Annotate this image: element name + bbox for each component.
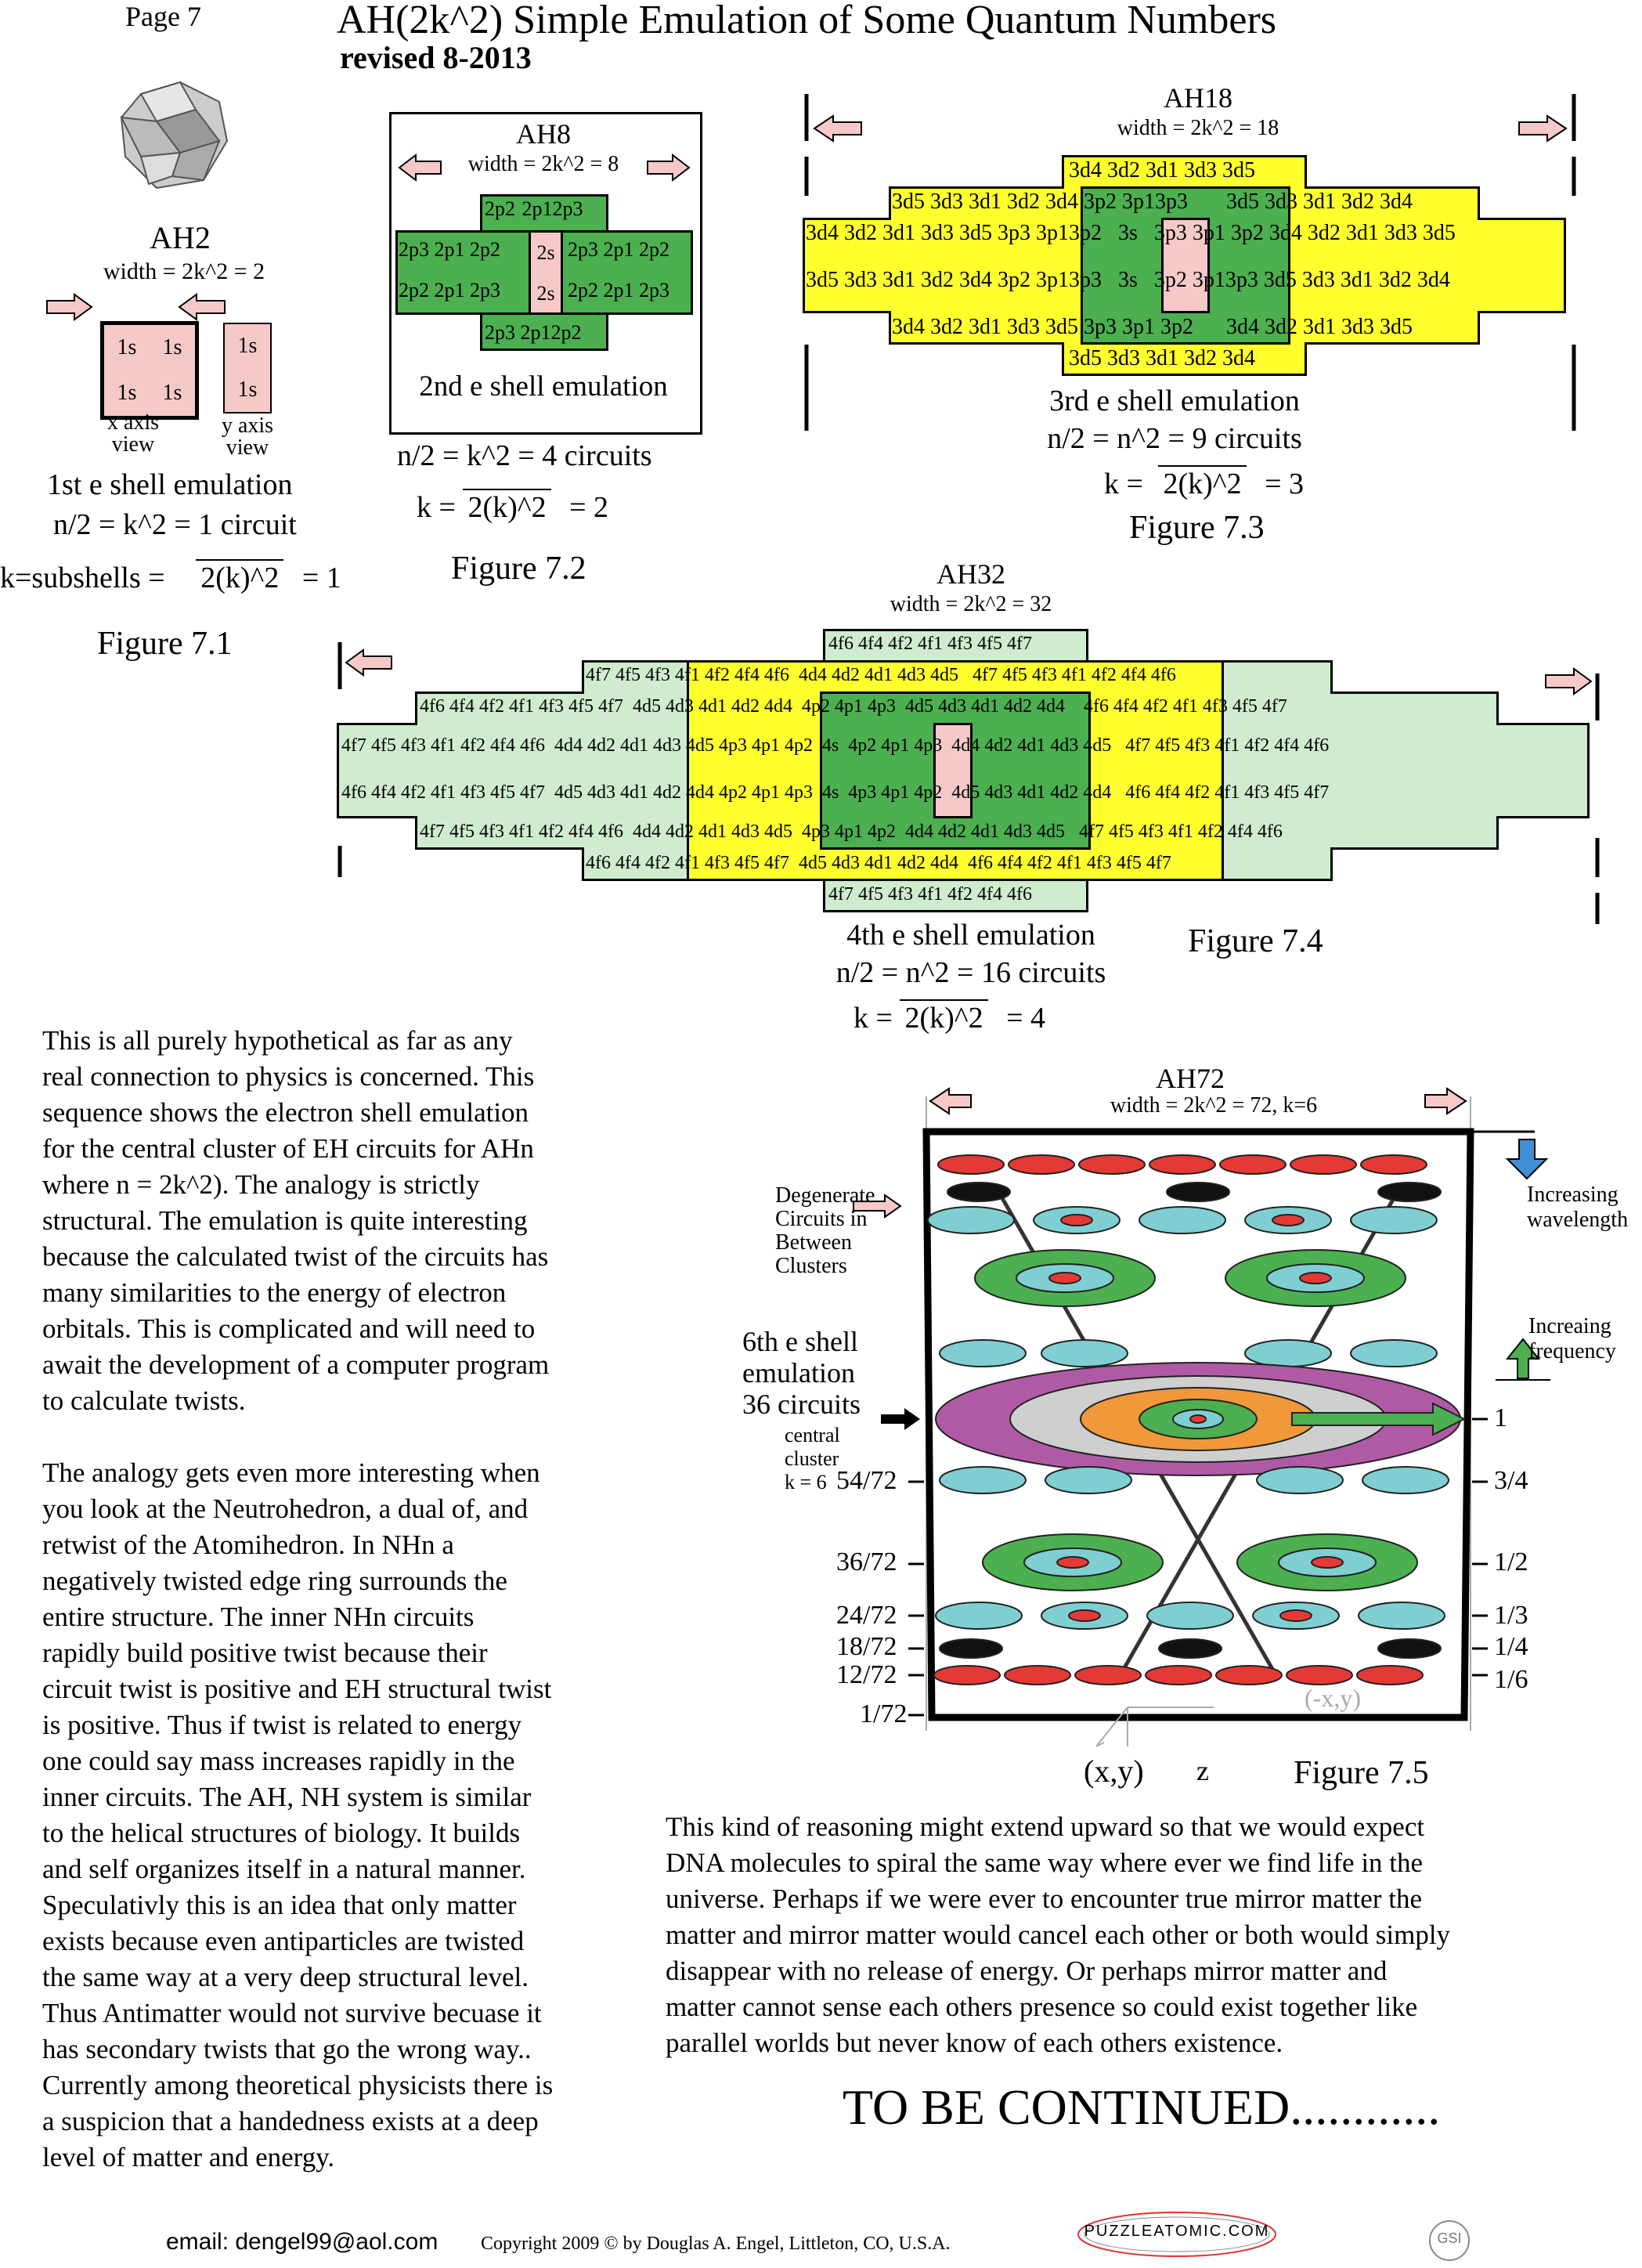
fig2-caption-1: 2nd e shell emulation xyxy=(419,370,668,403)
cell: 1s xyxy=(162,335,182,359)
fig2-arrows xyxy=(398,153,691,182)
to-be-continued: TO BE CONTINUED............ xyxy=(843,2079,1441,2135)
fig3-caption-1: 3rd e shell emulation xyxy=(1049,385,1300,417)
axis-xy-label: (x,y) xyxy=(1084,1753,1144,1789)
fig2-title: AH8 xyxy=(516,118,571,150)
fig3-caption-2: n/2 = n^2 = 9 circuits xyxy=(1047,422,1302,455)
fig4-label: Figure 7.4 xyxy=(1188,923,1323,959)
fig1-arrows xyxy=(46,293,226,321)
fig5-width: width = 2k^2 = 72, k=6 xyxy=(1110,1093,1318,1118)
fig3-width: width = 2k^2 = 18 xyxy=(1117,116,1279,140)
puzzleatomic-logo: PUZZLEATOMIC.COM xyxy=(1074,2208,1279,2260)
fig5-central-label: central cluster k = 6 xyxy=(785,1424,840,1493)
fig5-right-label: 1/2 xyxy=(1494,1548,1528,1576)
fig4-range-markers xyxy=(337,642,1600,924)
axis-z-label: z xyxy=(1196,1755,1209,1786)
body-text-left: This is all purely hypothetical as far a… xyxy=(42,1025,554,2172)
fig5-ah72-diagram xyxy=(853,1087,1550,1747)
fig5-right-label: 1 xyxy=(1494,1403,1507,1432)
fig3-label: Figure 7.3 xyxy=(1129,510,1265,546)
cell: 1s xyxy=(237,377,258,402)
fig5-frequency-label: Increaing frequency xyxy=(1528,1314,1616,1363)
cell: 1s xyxy=(117,335,137,359)
fig1-width: width = 2k^2 = 2 xyxy=(103,258,265,284)
gsi-seal: GSI xyxy=(1428,2219,1471,2262)
fig2-width: width = 2k^2 = 8 xyxy=(467,152,619,176)
fig5-emulation-label: 6th e shell emulation 36 circuits xyxy=(742,1326,861,1420)
fig1-x-axis-view: 1s 1s 1s 1s xyxy=(100,321,199,420)
fig5-left-label: 1/72 xyxy=(860,1699,908,1728)
body-text-right: This kind of reasoning might extend upwa… xyxy=(666,1811,1451,2058)
cell: 1s xyxy=(162,381,182,405)
cell: 1s xyxy=(237,334,258,358)
fig2-frame xyxy=(389,112,702,435)
fig1-x-view-label: x axis view xyxy=(106,410,160,457)
fig3-range-markers xyxy=(804,94,1576,431)
cell: 1s xyxy=(117,381,137,405)
fig4-caption-2: n/2 = n^2 = 16 circuits xyxy=(835,956,1106,989)
fig5-right-label: 1/4 xyxy=(1494,1632,1528,1661)
fig4-formula: k = 2(k)^2 = 4 xyxy=(853,999,1045,1035)
fig2-caption-2: n/2 = k^2 = 4 circuits xyxy=(397,439,652,472)
fig1-label: Figure 7.1 xyxy=(97,626,233,662)
fig5-title: AH72 xyxy=(1156,1063,1225,1094)
polyhedron-illustration xyxy=(120,81,229,190)
footer-email: email: dengel99@aol.com xyxy=(166,2229,438,2255)
fig5-left-label: 54/72 xyxy=(836,1466,897,1495)
fig5-left-label: 12/72 xyxy=(836,1660,897,1689)
fig1-caption-1: 1st e shell emulation xyxy=(47,468,293,501)
fig5-right-label: 1/6 xyxy=(1494,1665,1528,1694)
fig1-y-view-label: y axis view xyxy=(221,414,274,460)
page-number: Page 7 xyxy=(125,1,201,32)
fig3-formula: k = 2(k)^2 = 3 xyxy=(1104,465,1304,501)
fig4-title: AH32 xyxy=(936,558,1005,590)
fig2-label: Figure 7.2 xyxy=(451,551,586,587)
fig5-right-label: 3/4 xyxy=(1494,1466,1528,1495)
fig5-left-label: 36/72 xyxy=(836,1548,897,1576)
axis-negx-label: (-x,y) xyxy=(1305,1684,1361,1712)
fig1-formula: k=subshells = 2(k)^2 = 1 xyxy=(0,559,341,595)
fig2-formula: k = 2(k)^2 = 2 xyxy=(417,489,608,525)
fig5-label: Figure 7.5 xyxy=(1294,1755,1429,1791)
fig4-width: width = 2k^2 = 32 xyxy=(890,592,1052,616)
footer-copyright: Copyright 2009 © by Douglas A. Engel, Li… xyxy=(481,2234,951,2254)
fig5-wavelength-label: Increasing wavelength xyxy=(1527,1183,1629,1232)
fig3-ah18-grid: 3d4 3d2 3d1 3d3 3d5 3d5 3d3 3d1 3d2 3d4 … xyxy=(803,155,1566,376)
fig4-ah32-grid: 4f6 4f4 4f2 4f1 4f3 4f5 4f7 4f7 4f5 4f3 … xyxy=(337,629,1590,912)
fig1-caption-2: n/2 = k^2 = 1 circuit xyxy=(53,508,297,541)
fig1-title: AH2 xyxy=(150,220,211,255)
fig4-caption-1: 4th e shell emulation xyxy=(846,919,1095,952)
fig3-title: AH18 xyxy=(1164,82,1232,114)
revision-date: revised 8-2013 xyxy=(340,40,532,75)
fig5-right-label: 1/3 xyxy=(1494,1601,1528,1630)
fig5-left-label: 18/72 xyxy=(836,1632,897,1661)
fig1-y-axis-view: 1s 1s xyxy=(223,323,272,414)
fig5-left-label: 24/72 xyxy=(836,1601,897,1630)
fig5-degenerate-label: Degenerate Circuits in Between Clusters xyxy=(775,1183,875,1278)
page-title: AH(2k^2) Simple Emulation of Some Quantu… xyxy=(337,0,1277,42)
